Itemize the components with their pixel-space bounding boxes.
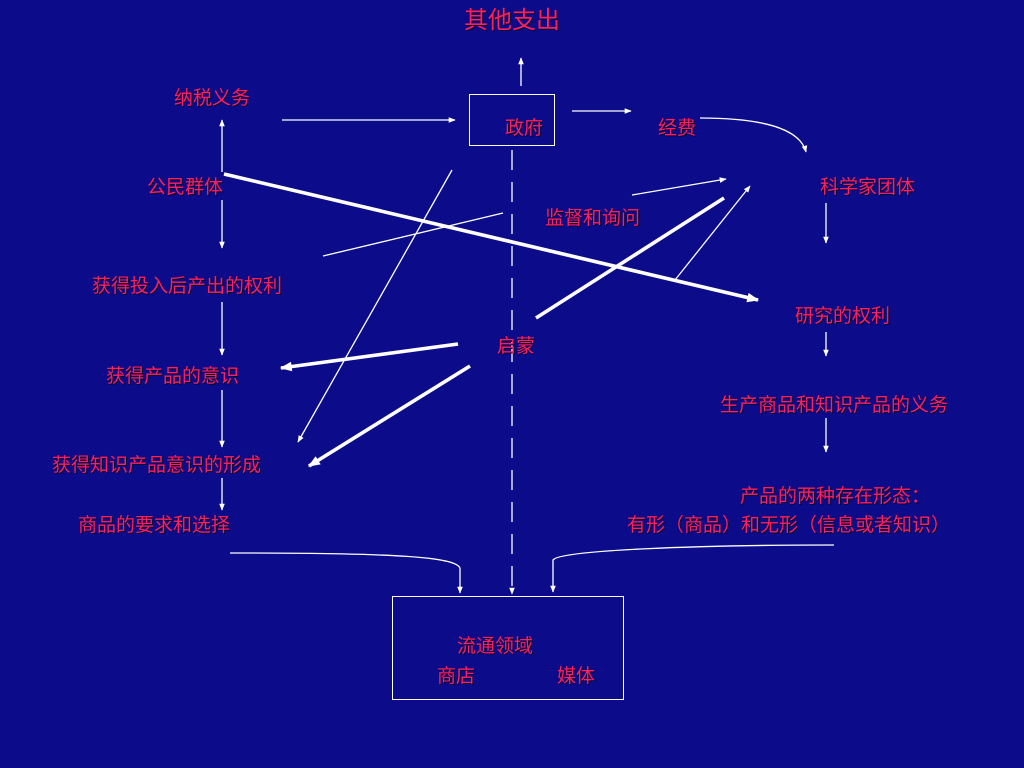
- circulation-box: [392, 596, 624, 700]
- arrow-citizen-to-research: [223, 172, 760, 303]
- line-enlight-to-scientists: [535, 196, 725, 320]
- node-research-rights: 研究的权利: [795, 305, 891, 327]
- node-supervision-inquiry: 监督和询问: [545, 207, 641, 229]
- node-shop: 商店: [437, 665, 476, 687]
- node-two-forms-line1: 产品的两种存在形态：: [740, 485, 931, 507]
- node-two-forms-line2: 有形（商品）和无形（信息或者知识）: [627, 514, 951, 536]
- arrow-enlight-to-knowledge: [307, 364, 471, 468]
- node-government: 政府: [505, 117, 544, 139]
- arrow-gov-to-knowledge: [297, 169, 453, 443]
- arrow-research-up-to-scientists: [674, 185, 751, 281]
- node-tax-obligation: 纳税义务: [174, 87, 251, 109]
- government-box: [469, 94, 555, 146]
- line-output-to-center: [322, 212, 504, 257]
- node-enlightenment: 启蒙: [497, 335, 536, 357]
- node-product-awareness: 获得产品的意识: [106, 365, 240, 387]
- arrow-demand-to-circulation: [229, 552, 463, 594]
- arrow-funding-to-scientists: [699, 117, 808, 153]
- node-knowledge-awareness: 获得知识产品意识的形成: [52, 454, 262, 476]
- node-circulation: 流通领域: [457, 635, 534, 657]
- node-production-duty: 生产商品和知识产品的义务: [720, 394, 949, 416]
- arrow-forms-to-circulation: [550, 544, 835, 593]
- node-scientist-group: 科学家团体: [820, 176, 916, 198]
- node-citizen-group: 公民群体: [147, 176, 224, 198]
- arrow-enlight-to-awareness: [279, 342, 459, 372]
- node-other-expenses: 其他支出: [464, 6, 560, 34]
- node-media: 媒体: [557, 665, 596, 687]
- node-output-rights: 获得投入后产出的权利: [92, 275, 283, 297]
- node-goods-demand: 商品的要求和选择: [78, 514, 231, 536]
- node-funding: 经费: [658, 117, 697, 139]
- arrow-supervision-to-scientists: [631, 177, 727, 196]
